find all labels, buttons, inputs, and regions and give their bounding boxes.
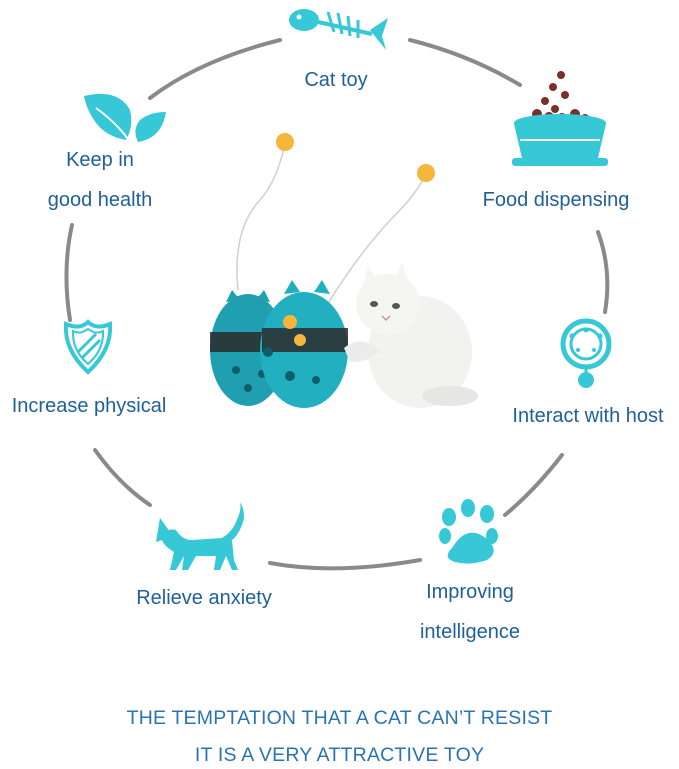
ring-segment [408,38,522,87]
feature-label-line: good health [47,189,153,211]
feature-label-line: Improving [426,581,514,603]
feature-label-increase-physical: Increase physical [11,395,167,417]
feature-label-food-dispensing: Food dispensing [482,189,630,211]
feature-label-improving-intelligence: Improving intelligence [402,572,538,652]
feature-label-cat-toy: Cat toy [304,69,368,91]
feature-label-line: Keep in [66,149,134,171]
feature-label-interact-with-host: Interact with host [512,405,664,427]
tagline-line-1: THE TEMPTATION THAT A CAT CAN’T RESIST [126,707,553,729]
feature-label-line: intelligence [419,621,521,643]
leaf-icon [84,93,166,143]
ring-segment [148,38,282,100]
feature-label-keep-in-good-health: Keep in good health [34,140,166,220]
ring-segment [503,453,564,517]
white-cat-icon [344,262,478,408]
ring-segment [64,223,74,322]
tagline-line-2: IT IS A VERY ATTRACTIVE TOY [194,744,485,766]
food-bowl-icon [512,71,608,166]
shield-icon [63,319,113,375]
cat-silhouette-icon [156,502,244,570]
ring-segment [93,448,152,507]
ring-segment [268,558,422,571]
tumbler-ball-toy-icon [210,133,435,408]
paw-print-icon [439,499,498,564]
cat-collar-icon [560,318,612,388]
feature-label-relieve-anxiety: Relieve anxiety [136,587,272,609]
fish-bone-icon [289,9,388,50]
ring-segment [596,230,610,314]
